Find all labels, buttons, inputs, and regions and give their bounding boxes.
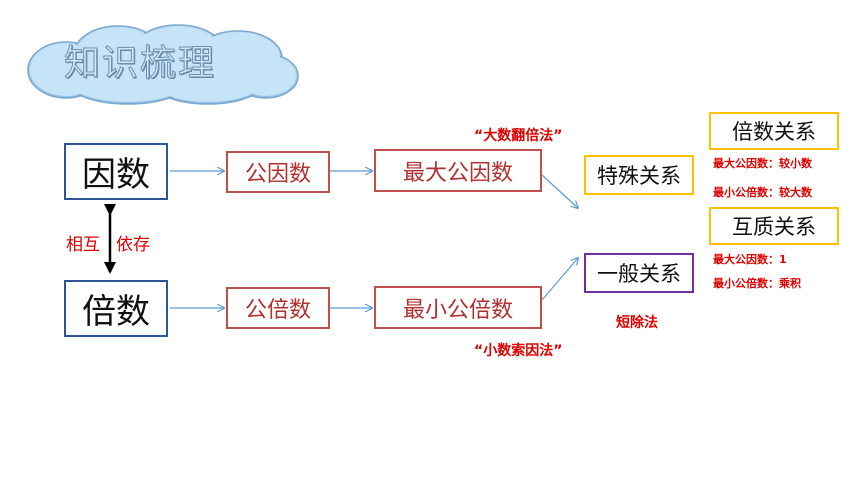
node-lcm-label: 最小公倍数 bbox=[402, 297, 513, 323]
label-gcd-method: “大数翻倍法” bbox=[474, 128, 563, 144]
arrow-to-general bbox=[541, 258, 578, 301]
node-factor: 因数 bbox=[64, 143, 168, 200]
node-coprime-relation-label: 互质关系 bbox=[732, 215, 816, 239]
label-mutual-right: 依存 bbox=[116, 235, 150, 255]
node-special-label: 特殊关系 bbox=[597, 164, 681, 188]
label-short-division: 短除法 bbox=[616, 315, 658, 331]
arrow-to-special bbox=[541, 174, 578, 208]
node-multiple-relation: 倍数关系 bbox=[709, 112, 839, 150]
node-gcd: 最大公因数 bbox=[374, 149, 542, 192]
node-common-factor-label: 公因数 bbox=[244, 162, 311, 187]
label-multiple-lcm: 最小公倍数：较大数 bbox=[713, 186, 812, 199]
node-multiple: 倍数 bbox=[64, 280, 168, 337]
node-common-multiple: 公倍数 bbox=[226, 287, 330, 329]
label-multiple-gcd: 最大公因数：较小数 bbox=[713, 157, 812, 170]
page-title: 知识梳理 bbox=[63, 43, 217, 85]
node-general-label: 一般关系 bbox=[597, 262, 681, 286]
label-coprime-lcm: 最小公倍数：乘积 bbox=[713, 277, 801, 290]
node-common-multiple-label: 公倍数 bbox=[244, 298, 311, 323]
node-gcd-label: 最大公因数 bbox=[402, 160, 513, 186]
node-lcm: 最小公倍数 bbox=[374, 286, 542, 329]
label-lcm-method: “小数索因法” bbox=[474, 343, 563, 359]
node-multiple-label: 倍数 bbox=[82, 292, 150, 332]
title-cloud bbox=[27, 24, 299, 105]
label-mutual-left: 相互 bbox=[66, 235, 100, 255]
node-multiple-relation-label: 倍数关系 bbox=[732, 120, 816, 144]
node-factor-label: 因数 bbox=[82, 155, 150, 195]
node-general: 一般关系 bbox=[584, 253, 694, 293]
node-special: 特殊关系 bbox=[584, 155, 694, 195]
label-coprime-gcd: 最大公因数：1 bbox=[713, 253, 787, 266]
node-coprime-relation: 互质关系 bbox=[709, 207, 839, 245]
node-common-factor: 公因数 bbox=[226, 151, 330, 193]
